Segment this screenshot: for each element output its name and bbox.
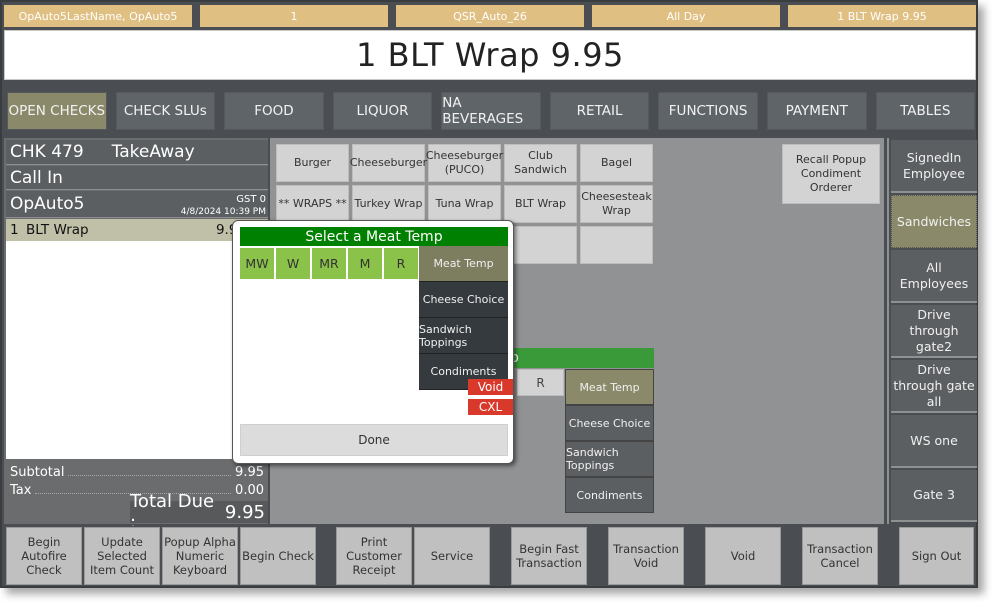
nav-liquor[interactable]: LIQUOR (332, 92, 433, 130)
check-panel: CHK 479 TakeAway Call In OpAuto5 GST 0 4… (4, 138, 268, 533)
fn-void[interactable]: Void (705, 527, 781, 585)
operator-name: OpAuto5 (10, 194, 85, 214)
status-revenue-center: QSR_Auto_26 (396, 5, 584, 27)
operator-row: OpAuto5 GST 0 4/8/2024 10:39 PM (6, 191, 268, 218)
item-name: BLT Wrap (26, 222, 89, 238)
temp-mw-button[interactable]: MW (240, 248, 274, 279)
category-nav: OPEN CHECKS CHECK SLUs FOOD LIQUOR NA BE… (7, 92, 976, 130)
nav-tables[interactable]: TABLES (875, 92, 976, 130)
fn-begin-fast-transaction[interactable]: Begin Fast Transaction (511, 527, 587, 585)
side-sandwiches[interactable]: Sandwiches (891, 195, 977, 248)
check-number: CHK 479 (10, 142, 84, 162)
fn-begin-autofire-check[interactable]: Begin Autofire Check (6, 527, 82, 585)
meat-temp-popup: Select a Meat Temp MW W MR M R Meat Temp… (232, 220, 514, 464)
status-operator: OpAuto5LastName, OpAuto5 (4, 5, 192, 27)
tax-label: Tax (10, 483, 32, 498)
check-item-row[interactable]: 1 BLT Wrap 9.95 1 (6, 219, 268, 241)
menu-item-bagel[interactable]: Bagel (580, 144, 653, 182)
menu-item-empty[interactable] (504, 226, 577, 264)
function-bar: Begin Autofire Check Update Selected Ite… (4, 526, 976, 586)
dot-leader (68, 475, 232, 476)
menu-item-cheesesteak-wrap[interactable]: Cheesesteak Wrap (580, 185, 653, 223)
popup-title: Select a Meat Temp (240, 227, 508, 246)
background-cat-cheese-choice[interactable]: Cheese Choice (565, 405, 654, 441)
call-in-text: Call In (10, 167, 63, 188)
side-drive-through-gate-all[interactable]: Drive through gate all (891, 360, 977, 413)
temp-w-button[interactable]: W (276, 248, 310, 279)
fn-sign-out[interactable]: Sign Out (899, 527, 974, 585)
side-all-employees[interactable]: All Employees (891, 250, 977, 303)
tax-value: 0.00 (235, 483, 264, 498)
dot-leader (35, 493, 232, 494)
nav-functions[interactable]: FUNCTIONS (658, 92, 758, 130)
nav-retail[interactable]: RETAIL (549, 92, 650, 130)
menu-item-cheeseburger[interactable]: Cheeseburger (350, 144, 427, 182)
total-due: Total Due : 9.95 (130, 491, 268, 533)
subtotal-label: Subtotal (10, 465, 65, 480)
status-period: All Day (592, 5, 780, 27)
nav-check-slus[interactable]: CHECK SLUs (115, 92, 216, 130)
menu-item-wraps-header[interactable]: ** WRAPS ** (276, 185, 349, 223)
fn-update-selected-item-count[interactable]: Update Selected Item Count (84, 527, 160, 585)
temp-r-button[interactable]: R (384, 248, 418, 279)
check-header: CHK 479 TakeAway (6, 140, 268, 165)
popup-void-button[interactable]: Void (468, 379, 513, 395)
check-datetime: 4/8/2024 10:39 PM (180, 207, 266, 217)
status-terminal: 1 (200, 5, 388, 27)
status-strip: OpAuto5LastName, OpAuto5 1 QSR_Auto_26 A… (4, 5, 976, 27)
status-last-item: 1 BLT Wrap 9.95 (788, 5, 976, 27)
call-in-label: Call In (6, 166, 268, 190)
side-signedin-employee[interactable]: SignedIn Employee (891, 140, 977, 193)
menu-item-turkey-wrap[interactable]: Turkey Wrap (352, 185, 425, 223)
background-cat-meat-temp[interactable]: Meat Temp (565, 369, 654, 405)
menu-item-burger[interactable]: Burger (276, 144, 349, 182)
order-type: TakeAway (111, 142, 195, 162)
popup-done-button[interactable]: Done (240, 424, 508, 456)
pos-window: OpAuto5LastName, OpAuto5 1 QSR_Auto_26 A… (0, 0, 978, 588)
fn-service[interactable]: Service (414, 527, 490, 585)
background-temp-r-button[interactable]: R (517, 369, 564, 396)
guest-count: GST 0 (236, 194, 266, 205)
total-due-value: 9.95 (224, 501, 265, 523)
check-meta: GST 0 4/8/2024 10:39 PM (181, 194, 266, 218)
fn-popup-alpha-numeric-keyboard[interactable]: Popup Alpha Numeric Keyboard (162, 527, 238, 585)
fn-transaction-cancel[interactable]: Transaction Cancel (802, 527, 878, 585)
totals-area: Subtotal 9.95 Tax 0.00 Total Due : 9.95 (6, 461, 268, 533)
fn-begin-check[interactable]: Begin Check (240, 527, 316, 585)
background-cat-condiments[interactable]: Condiments (565, 477, 654, 513)
menu-item-cheeseburger-puco[interactable]: Cheeseburger (PUCO) (426, 144, 503, 182)
item-display-title: 1 BLT Wrap 9.95 (4, 30, 976, 80)
check-detail-area[interactable] (6, 241, 268, 459)
menu-item-club-sandwich[interactable]: Club Sandwich (504, 144, 577, 182)
background-orderer-header: p (507, 348, 654, 368)
tax-line: Tax 0.00 (10, 481, 264, 498)
side-drive-through-gate2[interactable]: Drive through gate2 (891, 305, 977, 358)
menu-item-empty[interactable] (580, 226, 653, 264)
temp-mr-button[interactable]: MR (312, 248, 346, 279)
popup-cat-meat-temp[interactable]: Meat Temp (419, 246, 508, 282)
subtotal-value: 9.95 (235, 465, 264, 480)
popup-cat-sandwich-toppings[interactable]: Sandwich Toppings (419, 318, 508, 354)
popup-cxl-button[interactable]: CXL (468, 399, 513, 415)
background-cat-sandwich-toppings[interactable]: Sandwich Toppings (565, 441, 654, 477)
subtotal-line: Subtotal 9.95 (10, 463, 264, 480)
nav-open-checks[interactable]: OPEN CHECKS (7, 92, 107, 130)
fn-transaction-void[interactable]: Transaction Void (608, 527, 684, 585)
nav-na-beverages[interactable]: NA BEVERAGES (441, 92, 541, 130)
side-ws-one[interactable]: WS one (891, 415, 977, 468)
side-gate-3[interactable]: Gate 3 (891, 470, 977, 522)
item-qty: 1 (10, 222, 19, 238)
total-due-label: Total Due : (130, 491, 215, 533)
recall-popup-condiment-orderer-button[interactable]: Recall Popup Condiment Orderer (782, 144, 880, 204)
menu-item-tuna-wrap[interactable]: Tuna Wrap (428, 185, 501, 223)
fn-print-customer-receipt[interactable]: Print Customer Receipt (336, 527, 412, 585)
temp-m-button[interactable]: M (348, 248, 382, 279)
side-panel: SignedIn Employee Sandwiches All Employe… (887, 138, 977, 524)
popup-cat-cheese-choice[interactable]: Cheese Choice (419, 282, 508, 318)
nav-food[interactable]: FOOD (224, 92, 324, 130)
menu-item-blt-wrap[interactable]: BLT Wrap (504, 185, 577, 223)
nav-payment[interactable]: PAYMENT (766, 92, 867, 130)
